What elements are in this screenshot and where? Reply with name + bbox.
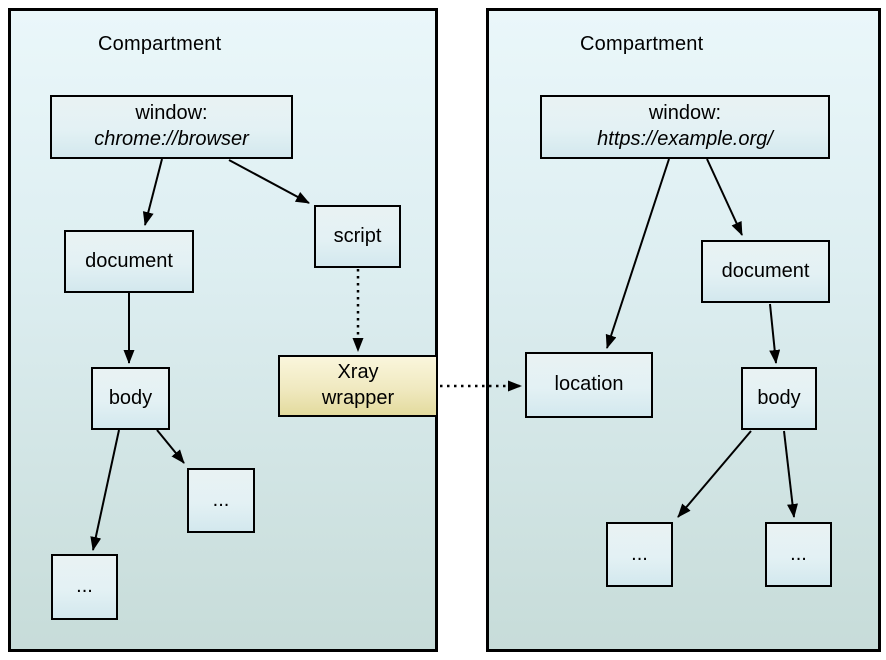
node-body-left-label: body	[108, 386, 153, 409]
node-window-example: window: https://example.org/	[540, 95, 830, 159]
node-window-chrome: window: chrome://browser	[50, 95, 293, 159]
node-body-left: body	[91, 367, 170, 430]
node-document-right: document	[701, 240, 830, 303]
node-document-left-label: document	[85, 249, 173, 272]
node-child-left-right: ...	[606, 522, 673, 587]
left-compartment-title: Compartment	[98, 33, 222, 55]
node-window-example-line1: window:	[648, 102, 722, 125]
node-document-left: document	[64, 230, 194, 293]
node-child-right-right: ...	[765, 522, 832, 587]
node-window-example-line2: https://example.org/	[597, 128, 773, 150]
node-child-right-right-label: ...	[790, 542, 807, 565]
node-window-chrome-line1: window:	[135, 102, 208, 125]
node-body-right: body	[741, 367, 817, 430]
node-location: location	[525, 352, 653, 418]
node-document-right-label: document	[721, 259, 810, 282]
node-child-mid-left: ...	[187, 468, 255, 533]
node-script-label: script	[333, 224, 382, 247]
node-location-label: location	[554, 373, 624, 396]
node-child-bottom-left-label: ...	[76, 575, 93, 598]
node-child-left-right-label: ...	[631, 542, 648, 565]
node-xray-wrapper-line2: wrapper	[321, 387, 395, 409]
node-xray-wrapper: Xray wrapper	[278, 355, 438, 417]
node-xray-wrapper-line1: Xray	[337, 361, 379, 384]
node-body-right-label: body	[757, 386, 801, 409]
right-compartment-title: Compartment	[580, 33, 704, 55]
node-window-chrome-line2: chrome://browser	[94, 128, 249, 150]
node-script: script	[314, 205, 401, 268]
node-child-bottom-left: ...	[51, 554, 118, 620]
node-child-mid-left-label: ...	[212, 488, 230, 511]
